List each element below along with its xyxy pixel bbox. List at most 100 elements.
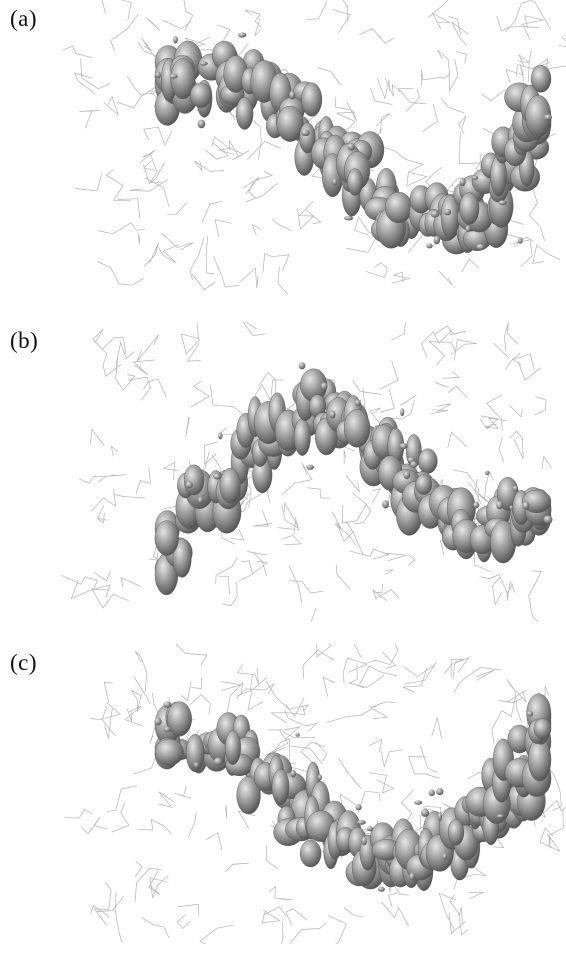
orbital-droplet [517, 237, 523, 244]
orbital-droplet [409, 872, 415, 881]
orbital-droplet [198, 496, 203, 504]
orbital-droplet [213, 473, 222, 480]
orbital-droplet [300, 129, 310, 137]
orbital-droplet [473, 501, 480, 509]
orbital-droplet [509, 505, 514, 510]
orbital-droplet [485, 470, 490, 475]
orbital-droplet [197, 119, 206, 129]
orbital-lobe [299, 839, 322, 868]
panel-label-b: (b) [10, 328, 39, 353]
orbital-lobe [190, 82, 212, 108]
orbital-droplet [399, 443, 408, 450]
orbital-droplet [154, 717, 162, 726]
orbital-droplet [414, 800, 423, 805]
orbital-droplet [306, 464, 315, 470]
orbital-droplet [213, 757, 223, 766]
orbital-lobe [183, 464, 205, 496]
isosurface-b [154, 362, 553, 596]
orbital-droplet [185, 481, 193, 489]
orbital-droplet [459, 177, 466, 187]
orbital-droplet [356, 820, 366, 825]
orbital-droplet [289, 90, 296, 100]
orbital-lobe [170, 58, 196, 100]
orbital-lobe [447, 819, 465, 846]
orbital-droplet [426, 243, 433, 249]
orbital-droplet [366, 826, 374, 832]
orbital-droplet [218, 432, 223, 440]
orbital-droplet [476, 243, 485, 250]
orbital-lobe [522, 489, 552, 513]
orbital-lobe [347, 168, 363, 196]
panel-c: (c) [0, 644, 566, 944]
stick-bonds [61, 322, 552, 622]
orbital-droplet [430, 210, 440, 218]
orbital-droplet [471, 175, 479, 180]
orbital-droplet [433, 235, 441, 245]
orbital-lobe [154, 520, 179, 556]
orbital-droplet [436, 788, 444, 796]
orbital-droplet [498, 200, 507, 206]
orbital-droplet [522, 501, 530, 510]
orbital-droplet [544, 114, 552, 121]
panel-a: (a) [0, 0, 566, 300]
orbital-droplet [173, 36, 178, 44]
orbital-droplet [354, 399, 361, 407]
orbital-lobe [154, 738, 184, 766]
orbital-droplet [428, 789, 435, 797]
orbital-lobe [271, 768, 290, 805]
orbital-lobe [418, 448, 438, 474]
isosurface-a [154, 32, 552, 255]
orbital-droplet [163, 726, 171, 733]
orbital-lobe [384, 191, 413, 224]
orbital-droplet [317, 774, 322, 781]
orbital-lobe [172, 538, 192, 578]
orbital-droplet [526, 710, 534, 717]
orbital-droplet [332, 178, 338, 186]
orbital-droplet [347, 142, 355, 151]
orbital-lobe [167, 701, 192, 737]
orbital-lobe [235, 97, 254, 130]
isosurface-c [154, 693, 552, 892]
orbital-droplet [496, 814, 505, 819]
orbital-droplet [377, 886, 385, 892]
orbital-droplet [403, 471, 411, 479]
orbital-droplet [344, 215, 354, 221]
orbital-droplet [410, 461, 418, 468]
orbital-droplet [361, 836, 367, 846]
panel-b: (b) [0, 322, 566, 622]
orbital-lobe [276, 105, 304, 142]
molecular-render-a [62, 0, 566, 295]
orbital-lobe [459, 192, 480, 225]
orbital-droplet [295, 732, 300, 737]
orbital-lobe [185, 733, 205, 773]
orbital-lobe [533, 718, 552, 740]
orbital-droplet [155, 71, 161, 79]
orbital-droplet [444, 208, 452, 216]
orbital-lobe [301, 82, 323, 117]
orbital-droplet [437, 812, 442, 821]
orbital-droplet [543, 515, 553, 524]
orbital-droplet [400, 408, 405, 417]
orbital-droplet [238, 32, 247, 38]
orbital-droplet [329, 410, 336, 419]
orbital-droplet [298, 362, 306, 370]
panel-label-a: (a) [10, 6, 38, 31]
orbital-droplet [194, 762, 199, 768]
panel-label-c: (c) [10, 650, 38, 675]
orbital-lobe [527, 737, 552, 782]
orbital-lobe [224, 730, 241, 765]
orbital-droplet [355, 804, 362, 811]
orbital-droplet [465, 225, 471, 233]
orbital-droplet [442, 853, 447, 860]
orbital-lobe [219, 467, 241, 504]
orbital-lobe [236, 776, 261, 815]
orbital-droplet [420, 808, 430, 817]
orbital-lobe [293, 418, 311, 456]
orbital-droplet [169, 73, 178, 79]
molecular-render-b [61, 322, 553, 622]
orbital-droplet [163, 701, 172, 708]
orbital-droplet [320, 382, 328, 390]
orbital-droplet [512, 485, 518, 492]
stick-model-b [61, 322, 552, 622]
orbital-lobe [343, 409, 371, 448]
